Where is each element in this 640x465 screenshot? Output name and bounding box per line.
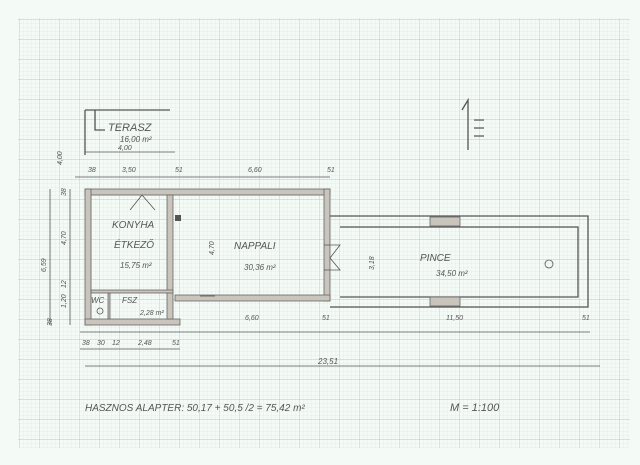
stairs [324, 244, 341, 271]
living-room-area: 30,36 m² [244, 263, 276, 272]
dining-label: ÉTKEZŐ [114, 237, 154, 251]
door-swing [129, 194, 156, 211]
dim-left-38b: 38 [47, 318, 54, 326]
dim-left-120: 1,20 [61, 294, 68, 308]
dim-top-51b: 51 [327, 167, 335, 174]
dim-bottom-248: 2,48 [137, 340, 152, 347]
dim-bottom-38: 38 [82, 340, 90, 347]
dim-top-51a: 51 [175, 167, 183, 174]
dim-bottom-12: 12 [112, 340, 120, 347]
toilet-icon [96, 307, 104, 315]
dim-terrace-width: 4,00 [118, 145, 132, 152]
dim-left-470: 4,70 [61, 231, 68, 245]
dim-bottom-660: 6,60 [245, 315, 259, 322]
dimension-lines [49, 176, 600, 367]
dim-left-12: 12 [61, 280, 68, 288]
dim-left-659: 6,59 [41, 258, 48, 272]
terrace-area: 16,00 m² [120, 135, 152, 144]
wc-label: WC [91, 296, 105, 305]
north-arrow-icon [461, 97, 484, 150]
dim-bottom-30: 30 [97, 340, 105, 347]
dim-top-38: 38 [88, 167, 96, 174]
dim-bottom-51c: 51 [582, 315, 590, 322]
drain-icon [544, 259, 554, 269]
fsz-area: 2,28 m² [139, 310, 164, 317]
dim-top-660: 6,60 [248, 167, 262, 174]
living-room-label: NAPPALI [234, 241, 276, 252]
dim-bottom-1150: 11,50 [446, 315, 463, 322]
fsz-label: FSZ [122, 296, 138, 305]
dim-bottom-51a: 51 [172, 340, 180, 347]
terrace: TERASZ 16,00 m² 4,00 4,00 [57, 109, 175, 165]
dim-bottom-51b: 51 [322, 315, 330, 322]
kitchen-area: 15,75 m² [120, 261, 152, 270]
dim-cellar-height: 3,18 [369, 256, 376, 270]
dim-left-38: 38 [61, 188, 68, 196]
scale-text: M = 1:100 [450, 402, 500, 414]
dim-living-height: 4,70 [209, 241, 216, 255]
cellar-label: PINCE [420, 253, 451, 264]
chimney [175, 215, 181, 221]
dim-terrace-depth: 4,00 [57, 151, 64, 165]
cellar: PINCE 34,50 m² 3,18 [330, 215, 589, 308]
house-walls [84, 188, 341, 326]
terrace-label: TERASZ [108, 122, 153, 134]
cellar-area: 34,50 m² [436, 269, 468, 278]
dim-top-350: 3,50 [122, 167, 136, 174]
dim-total: 23,51 [317, 357, 338, 366]
useful-area-text: HASZNOS ALAPTER: 50,17 + 50,5 /2 = 75,42… [85, 403, 305, 414]
kitchen-label: KONYHA [112, 220, 155, 231]
